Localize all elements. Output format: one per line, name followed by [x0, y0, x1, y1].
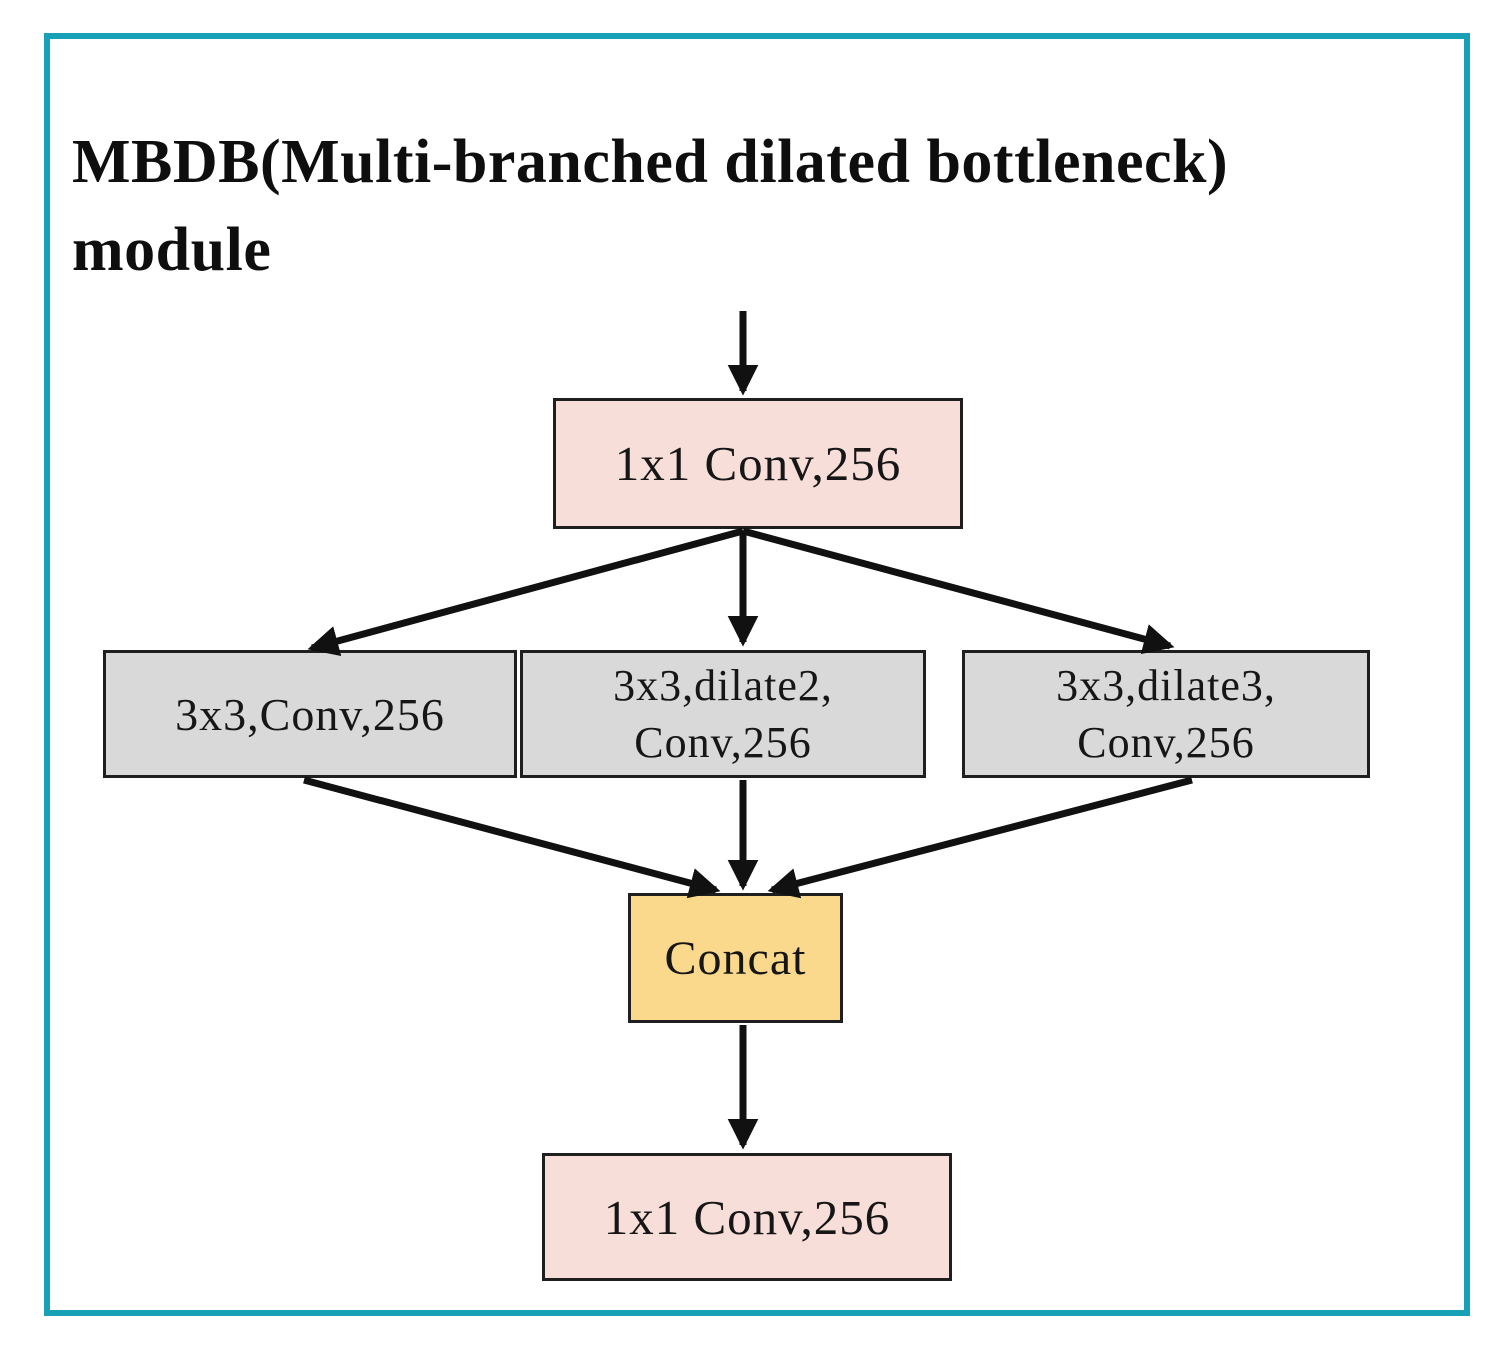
- node-branch-dilate3: 3x3,dilate3, Conv,256: [962, 650, 1370, 778]
- node-output-conv: 1x1 Conv,256: [542, 1153, 952, 1281]
- page-title: MBDB(Multi-branched dilated bottleneck) …: [72, 118, 1402, 294]
- node-output-conv-label: 1x1 Conv,256: [603, 1189, 891, 1245]
- node-branch-dilate3-line1: 3x3,dilate3,: [1056, 661, 1276, 710]
- node-branch-dilate2-line2: Conv,256: [634, 718, 812, 767]
- node-branch-dilate2: 3x3,dilate2, Conv,256: [520, 650, 926, 778]
- node-concat-label: Concat: [664, 931, 807, 985]
- node-concat: Concat: [628, 893, 843, 1023]
- node-branch-conv-label: 3x3,Conv,256: [175, 688, 445, 740]
- node-input-conv: 1x1 Conv,256: [553, 398, 963, 529]
- title-line-1: MBDB(Multi-branched dilated bottleneck): [72, 128, 1229, 196]
- node-branch-dilate3-line2: Conv,256: [1077, 718, 1255, 767]
- node-input-conv-label: 1x1 Conv,256: [614, 436, 902, 491]
- node-branch-dilate2-line1: 3x3,dilate2,: [613, 661, 833, 710]
- node-branch-conv: 3x3,Conv,256: [103, 650, 517, 778]
- title-line-2: module: [72, 216, 272, 284]
